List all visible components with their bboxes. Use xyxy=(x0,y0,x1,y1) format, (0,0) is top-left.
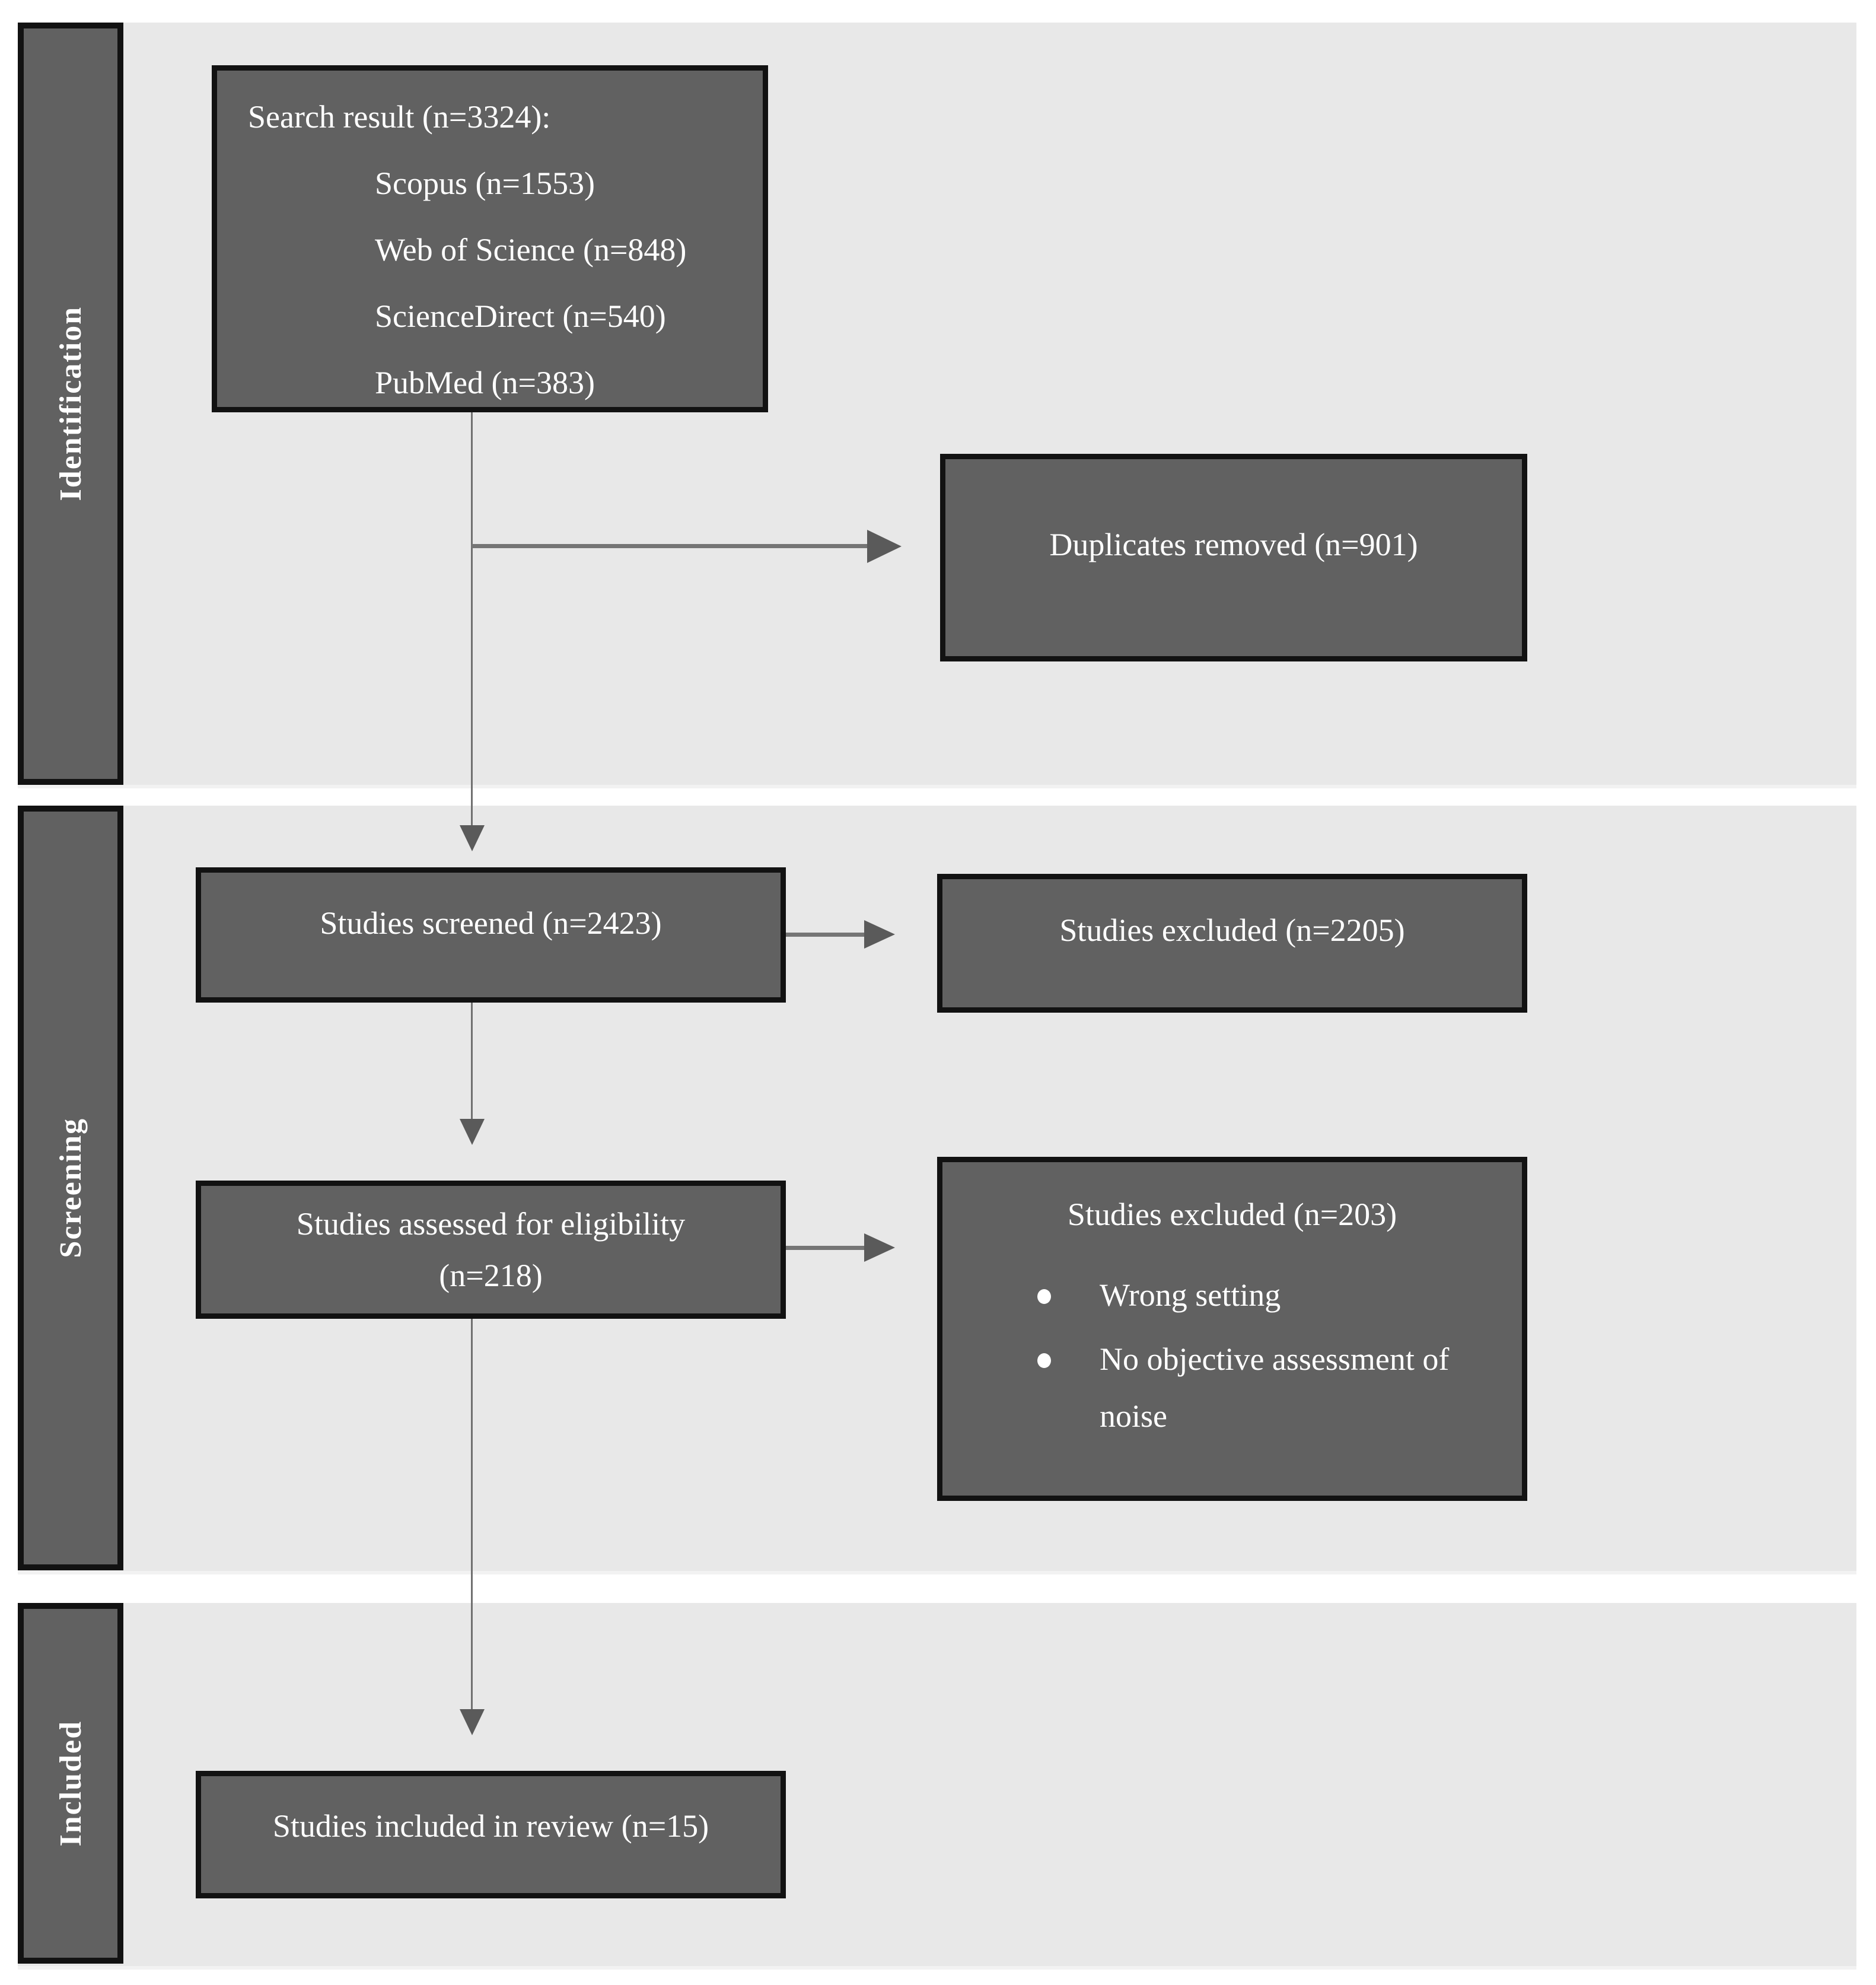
bullet-icon xyxy=(1037,1289,1051,1304)
arrowhead-down-to-included-icon xyxy=(460,1709,485,1735)
studies-assessed-line1: Studies assessed for eligibility xyxy=(296,1206,686,1242)
search-source-sciencedirect: ScienceDirect (n=540) xyxy=(375,298,666,334)
exclusion-reason-text: Wrong setting xyxy=(1100,1277,1281,1313)
exclusion-reason-item: Wrong setting xyxy=(1037,1267,1467,1324)
arrowhead-down-to-screened-icon xyxy=(460,825,485,851)
studies-excluded-screening-label: Studies excluded (n=2205) xyxy=(1059,912,1405,948)
connector-assessed-to-included-line xyxy=(471,1319,473,1710)
arrowhead-right-to-duplicates-icon xyxy=(867,530,902,563)
connector-screened-to-assessed-line xyxy=(471,1003,473,1120)
included-stage-label: Included xyxy=(53,1720,88,1847)
duplicates-removed-label: Duplicates removed (n=901) xyxy=(1049,526,1418,562)
search-source-web-of-science: Web of Science (n=848) xyxy=(375,232,687,268)
connector-search-to-duplicates-line xyxy=(472,544,867,548)
connector-assessed-to-excluded-line xyxy=(786,1246,864,1250)
duplicates-removed-box: Duplicates removed (n=901) xyxy=(940,454,1527,661)
connector-search-to-screened-line xyxy=(471,412,473,826)
studies-assessed-box: Studies assessed for eligibility (n=218) xyxy=(196,1181,786,1319)
connector-screened-to-excluded-line xyxy=(786,933,864,937)
studies-excluded-screening-box: Studies excluded (n=2205) xyxy=(937,874,1527,1013)
screening-stage-label: Screening xyxy=(53,1118,88,1258)
screening-stage-label-box: Screening xyxy=(18,806,123,1570)
included-stage-label-box: Included xyxy=(18,1603,123,1964)
studies-assessed-line2: (n=218) xyxy=(439,1257,543,1293)
search-result-title: Search result (n=3324): xyxy=(248,99,551,135)
identification-stage-label: Identification xyxy=(53,306,88,501)
arrowhead-right-to-excluded-eligibility-icon xyxy=(864,1233,895,1262)
exclusion-reason-item: No objective assessment of noise xyxy=(1037,1331,1467,1445)
exclusion-reason-text: No objective assessment of noise xyxy=(1100,1341,1450,1434)
studies-included-label: Studies included in review (n=15) xyxy=(272,1808,709,1844)
search-result-box: Search result (n=3324): Scopus (n=1553) … xyxy=(212,65,768,412)
identification-stage-label-box: Identification xyxy=(18,23,123,785)
studies-screened-box: Studies screened (n=2423) xyxy=(196,867,786,1003)
arrowhead-down-to-assessed-icon xyxy=(460,1119,485,1145)
search-source-scopus: Scopus (n=1553) xyxy=(375,166,595,201)
exclusion-reason-list: Wrong setting No objective assessment of… xyxy=(1037,1267,1522,1445)
studies-excluded-eligibility-title: Studies excluded (n=203) xyxy=(1067,1197,1397,1232)
studies-included-box: Studies included in review (n=15) xyxy=(196,1771,786,1898)
arrowhead-right-to-excluded-screening-icon xyxy=(864,920,895,949)
studies-excluded-eligibility-box: Studies excluded (n=203) Wrong setting N… xyxy=(937,1157,1527,1501)
studies-screened-label: Studies screened (n=2423) xyxy=(320,905,662,941)
bullet-icon xyxy=(1037,1353,1051,1368)
search-source-pubmed: PubMed (n=383) xyxy=(375,365,595,400)
